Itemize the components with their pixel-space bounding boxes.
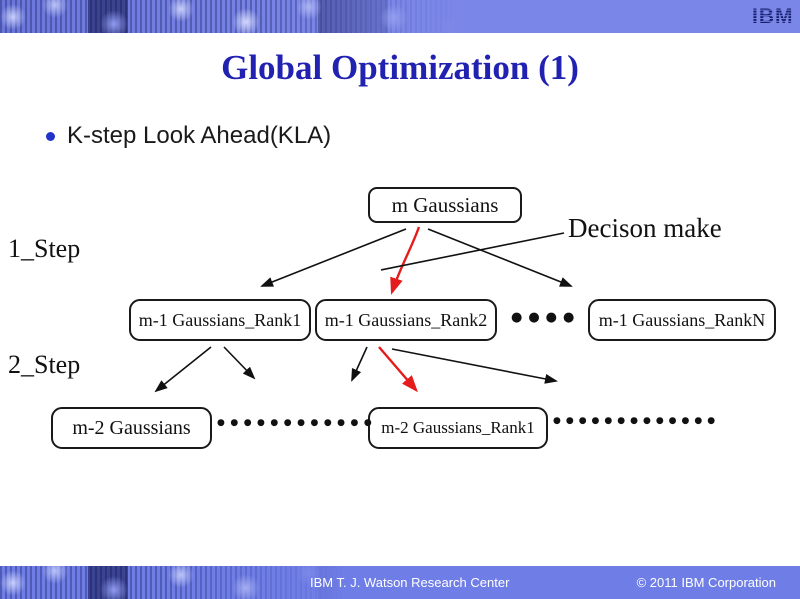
label-step2: 2_Step — [8, 350, 81, 379]
node-m1-rank1: m-1 Gaussians_Rank1 — [129, 299, 311, 341]
node-m1-rankN: m-1 Gaussians_RankN — [588, 299, 776, 341]
bullet-text: K-step Look Ahead(KLA) — [67, 122, 332, 149]
arrow-rank2-left — [351, 346, 368, 382]
arrow-rank2-far-right — [391, 348, 558, 384]
ellipsis-level2-left: ●●●●●●●●●●●● — [217, 418, 378, 428]
label-decision-make: Decison make — [568, 213, 722, 243]
footer-copyright-text: © 2011 IBM Corporation — [636, 575, 776, 590]
ibm-logo-icon: IBM — [752, 5, 794, 27]
arrow-root-to-rank1 — [260, 228, 407, 287]
node-m-gaussians: m Gaussians — [368, 187, 522, 223]
arrow-rank1-left — [154, 346, 212, 393]
footer-dot-pattern — [0, 566, 360, 599]
footer-bar: IBM T. J. Watson Research Center © 2011 … — [0, 566, 800, 599]
arrow-root-to-rank2-red — [390, 226, 421, 295]
bullet-dot-icon — [46, 131, 55, 141]
ibm-logo-text: IBM — [752, 5, 794, 27]
label-step1: 1_Step — [8, 234, 81, 263]
node-m2-gaussians: m-2 Gaussians — [51, 407, 212, 449]
arrow-root-to-rankN — [427, 228, 573, 287]
top-banner: IBM — [0, 0, 800, 33]
ellipsis-level2-right: ●●●●●●●●●●●●● — [553, 416, 721, 426]
node-m1-rank2: m-1 Gaussians_Rank2 — [315, 299, 497, 341]
footer-org-text: IBM T. J. Watson Research Center — [310, 575, 510, 590]
node-m2-rank1: m-2 Gaussians_Rank1 — [368, 407, 548, 449]
arrow-rank1-right — [223, 346, 256, 380]
slide-title: Global Optimization (1) — [221, 48, 579, 87]
banner-dot-pattern — [0, 0, 480, 33]
arrow-rank2-to-m2rank1-red — [378, 346, 418, 393]
ellipsis-level1: ●●●● — [511, 310, 581, 325]
decision-callout-line — [380, 232, 565, 271]
bullet-item: K-step Look Ahead(KLA) — [46, 122, 331, 150]
